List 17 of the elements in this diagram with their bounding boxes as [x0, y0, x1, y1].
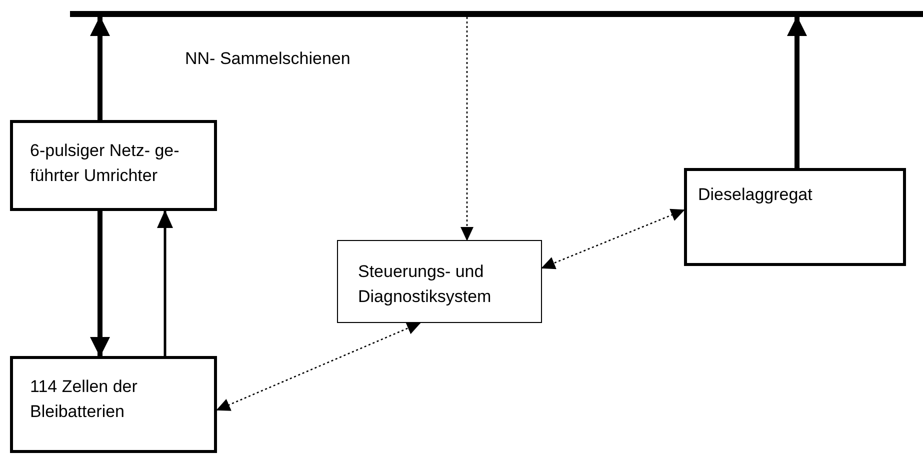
process-box: [10, 356, 217, 453]
box-label: 114 Zellen der Bleibatterien: [30, 376, 138, 423]
arrow: [90, 211, 110, 357]
arrow: [90, 16, 110, 120]
arrow: [157, 210, 173, 356]
box-label: 6-pulsiger Netz- ge- führter Umrichter: [30, 140, 180, 187]
dotted-arrow: [216, 322, 421, 411]
dotted-arrow: [460, 17, 474, 241]
busbar-label: NN- Sammelschienen: [185, 48, 350, 70]
process-box: [337, 240, 542, 323]
process-box: [684, 168, 906, 266]
box-label: Steuerungs- und Diagnostiksystem: [358, 261, 492, 308]
arrow: [787, 16, 807, 168]
dotted-arrow: [541, 208, 685, 270]
box-label: Dieselaggregat: [698, 184, 814, 206]
process-box: [10, 120, 217, 211]
busbar: [70, 11, 923, 17]
